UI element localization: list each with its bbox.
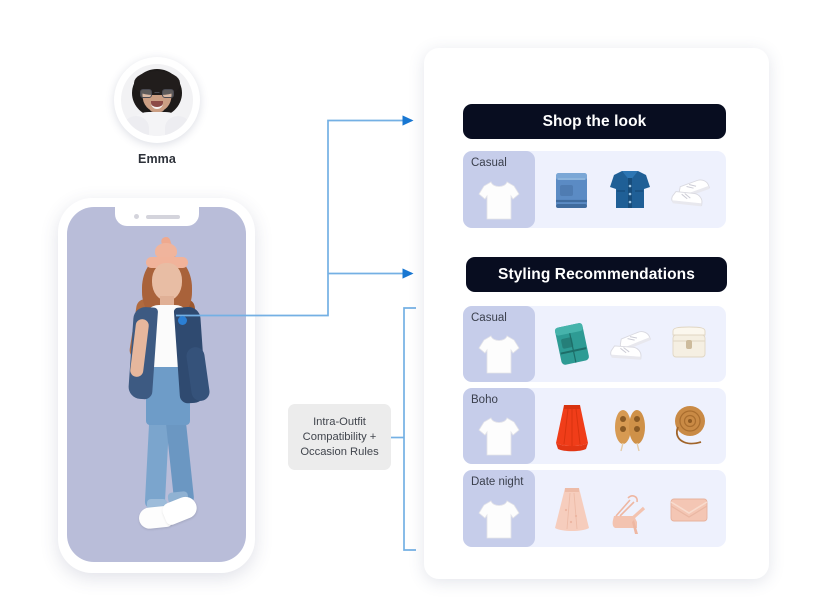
item-blush-clutch[interactable] xyxy=(663,480,715,538)
item-cream-handbag[interactable] xyxy=(663,315,715,373)
outfit-photo xyxy=(67,207,246,562)
item-blue-jeans-folded[interactable] xyxy=(546,161,598,219)
item-white-sneakers[interactable] xyxy=(663,161,715,219)
white-tshirt-icon xyxy=(478,181,520,220)
white-tshirt-icon xyxy=(478,500,520,539)
connector-bracket-styling-rows xyxy=(403,307,416,551)
row-label-tile: Date night xyxy=(463,470,535,547)
results-panel: Shop the look Casual xyxy=(424,48,769,579)
table-row[interactable]: Casual xyxy=(463,306,726,382)
table-row[interactable]: Date night xyxy=(463,470,726,547)
item-tan-sandals[interactable] xyxy=(604,397,656,455)
item-red-pleated-skirt[interactable] xyxy=(546,397,598,455)
avatar-name-label: Emma xyxy=(138,152,176,166)
row-items xyxy=(535,306,726,382)
row-label-tile: Casual xyxy=(463,306,535,382)
item-white-sneakers[interactable] xyxy=(604,315,656,373)
user-avatar-block: Emma xyxy=(112,57,202,166)
avatar-ring xyxy=(114,57,200,143)
phone-mockup xyxy=(58,198,255,573)
row-label: Casual xyxy=(471,312,507,324)
white-tshirt-icon xyxy=(478,335,520,374)
row-label: Casual xyxy=(471,157,507,169)
avatar xyxy=(121,64,193,136)
row-items xyxy=(535,151,726,228)
speaker-icon xyxy=(145,214,180,219)
camera-icon xyxy=(133,214,139,219)
row-items xyxy=(535,388,726,464)
detection-point-marker-icon[interactable] xyxy=(178,316,187,325)
white-tshirt-icon xyxy=(478,417,520,456)
item-teal-jeans[interactable] xyxy=(546,315,598,373)
annotation-label: Intra-Outfit Compatibility + Occasion Ru… xyxy=(300,415,379,458)
item-denim-jacket[interactable] xyxy=(604,161,656,219)
phone-notch xyxy=(114,207,199,226)
row-label: Date night xyxy=(471,476,524,488)
table-row[interactable]: Casual xyxy=(463,151,726,228)
section-header-shop-the-look[interactable]: Shop the look xyxy=(463,104,726,139)
row-label-tile: Boho xyxy=(463,388,535,464)
row-label-tile: Casual xyxy=(463,151,535,228)
row-items xyxy=(535,470,726,547)
item-blush-lace-skirt[interactable] xyxy=(546,480,598,538)
item-blush-heels[interactable] xyxy=(604,480,656,538)
annotation-box: Intra-Outfit Compatibility + Occasion Ru… xyxy=(288,404,391,470)
phone-screen xyxy=(67,207,246,562)
table-row[interactable]: Boho xyxy=(463,388,726,464)
item-round-rattan-bag[interactable] xyxy=(663,397,715,455)
row-label: Boho xyxy=(471,394,498,406)
section-header-styling-recommendations[interactable]: Styling Recommendations xyxy=(466,257,727,292)
